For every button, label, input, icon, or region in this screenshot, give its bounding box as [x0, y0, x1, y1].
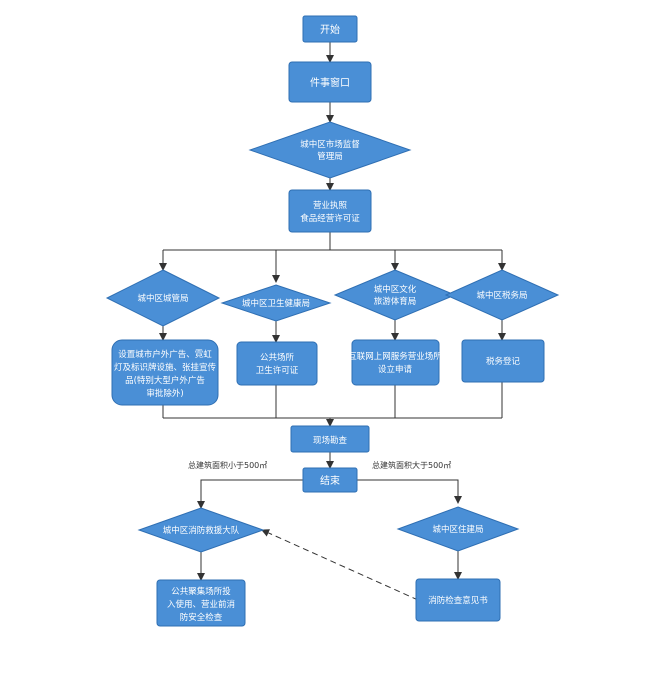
health-output-line2: 卫生许可证 — [256, 365, 299, 376]
fire-brigade-node: 城中区消防救援大队 — [137, 507, 265, 553]
fire-brigade-label: 城中区消防救援大队 — [163, 525, 240, 536]
service-window-node: 件事窗口 — [288, 61, 372, 103]
culture-output-line1: 互联网上网服务营业场所 — [348, 351, 442, 362]
fire-check-line2: 入使用、营业前消 — [167, 599, 235, 610]
market-bureau-line1: 城中区市场监督 — [300, 139, 360, 150]
health-output-line1: 公共场所 — [260, 352, 295, 363]
fire-check-line3: 防安全检查 — [180, 612, 223, 623]
health-node: 城中区卫生健康局 — [220, 284, 332, 322]
health-output: 公共场所 卫生许可证 — [236, 341, 318, 386]
licenses-node: 营业执照 食品经营许可证 — [288, 189, 372, 233]
licenses-line1: 营业执照 — [313, 200, 348, 211]
city-mgmt-label: 城中区城管局 — [137, 293, 188, 304]
service-window-label: 件事窗口 — [310, 76, 350, 89]
condition-large: 总建筑面积大于500㎡ — [372, 460, 451, 470]
connectors — [159, 42, 506, 601]
culture-node: 城中区文化 旅游体育局 — [333, 269, 457, 321]
city-mgmt-output-line1: 设置城市户外广告、霓虹 — [118, 349, 212, 360]
site-check-label: 现场勘查 — [313, 435, 348, 446]
fire-opinion-node: 消防检查意见书 — [415, 578, 501, 622]
start-node: 开始 — [302, 15, 358, 43]
city-mgmt-output-line4: 审批除外) — [146, 388, 183, 399]
tax-node: 城中区税务局 — [444, 269, 560, 321]
city-mgmt-output-line3: 品(特别大型户外广告 — [125, 375, 205, 386]
fire-check-line1: 公共聚集场所投 — [171, 586, 231, 597]
fire-check-node: 公共聚集场所投 入使用、营业前消 防安全检查 — [156, 579, 246, 627]
market-bureau-node: 城中区市场监督 管理局 — [248, 121, 412, 179]
city-mgmt-output: 设置城市户外广告、霓虹 灯及标识牌设施、张挂宣传 品(特别大型户外广告 审批除外… — [111, 339, 219, 406]
culture-output-line2: 设立申请 — [378, 364, 413, 375]
tax-output: 税务登记 — [461, 339, 545, 383]
culture-line2: 旅游体育局 — [374, 296, 417, 307]
culture-output: 互联网上网服务营业场所 设立申请 — [348, 339, 442, 386]
site-check-node: 现场勘查 — [290, 425, 370, 453]
health-label: 城中区卫生健康局 — [242, 298, 310, 309]
market-bureau-line2: 管理局 — [317, 151, 343, 162]
city-mgmt-node: 城中区城管局 — [105, 269, 221, 327]
city-mgmt-output-line2: 灯及标识牌设施、张挂宣传 — [114, 362, 217, 373]
housing-bureau-node: 城中区住建局 — [396, 506, 520, 552]
condition-small: 总建筑面积小于500㎡ — [188, 460, 267, 470]
culture-line1: 城中区文化 — [374, 284, 417, 295]
end-node: 结束 — [302, 467, 358, 493]
start-label: 开始 — [320, 23, 340, 36]
fire-opinion-label: 消防检查意见书 — [428, 595, 488, 606]
housing-bureau-label: 城中区住建局 — [432, 524, 483, 535]
tax-output-label: 税务登记 — [486, 356, 521, 367]
tax-label: 城中区税务局 — [476, 290, 527, 301]
licenses-line2: 食品经营许可证 — [300, 213, 360, 224]
end-label: 结束 — [320, 474, 340, 487]
